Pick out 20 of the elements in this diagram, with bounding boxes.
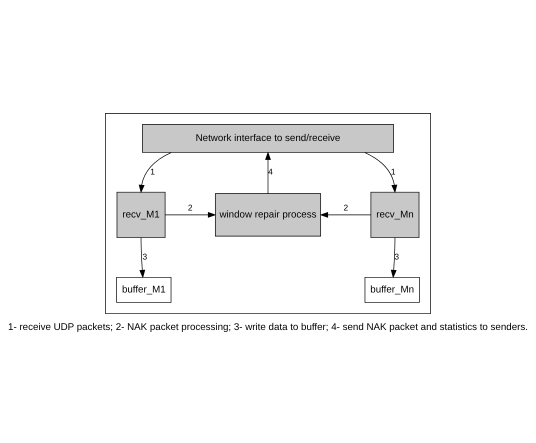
- node-box: Network interface to send/receive: [142, 124, 394, 153]
- edge-label: 1: [150, 166, 155, 176]
- edge-label: 3: [142, 252, 148, 262]
- node-box: recv_M1: [116, 192, 166, 238]
- arrow: [139, 237, 146, 278]
- node-box: recv_Mn: [370, 192, 420, 238]
- edge-label: 1: [390, 166, 396, 176]
- edge-label: 3: [394, 252, 400, 262]
- node-box: window repair process: [214, 193, 322, 236]
- arrow: [364, 152, 398, 194]
- node-box: buffer_Mn: [364, 276, 420, 303]
- arrow: [138, 152, 172, 194]
- arrow: [320, 212, 371, 218]
- cluster: [105, 113, 431, 314]
- node-box: buffer_M1: [116, 276, 172, 303]
- edge-label: 2: [343, 202, 348, 212]
- caption: 1- receive UDP packets; 2- NAK packet processing; 3- write data to buffer; 4- send NAK packet and statistics to senders.: [8, 322, 528, 333]
- arrow: [164, 212, 216, 218]
- edge-label: 2: [188, 202, 193, 212]
- arrow: [390, 237, 397, 278]
